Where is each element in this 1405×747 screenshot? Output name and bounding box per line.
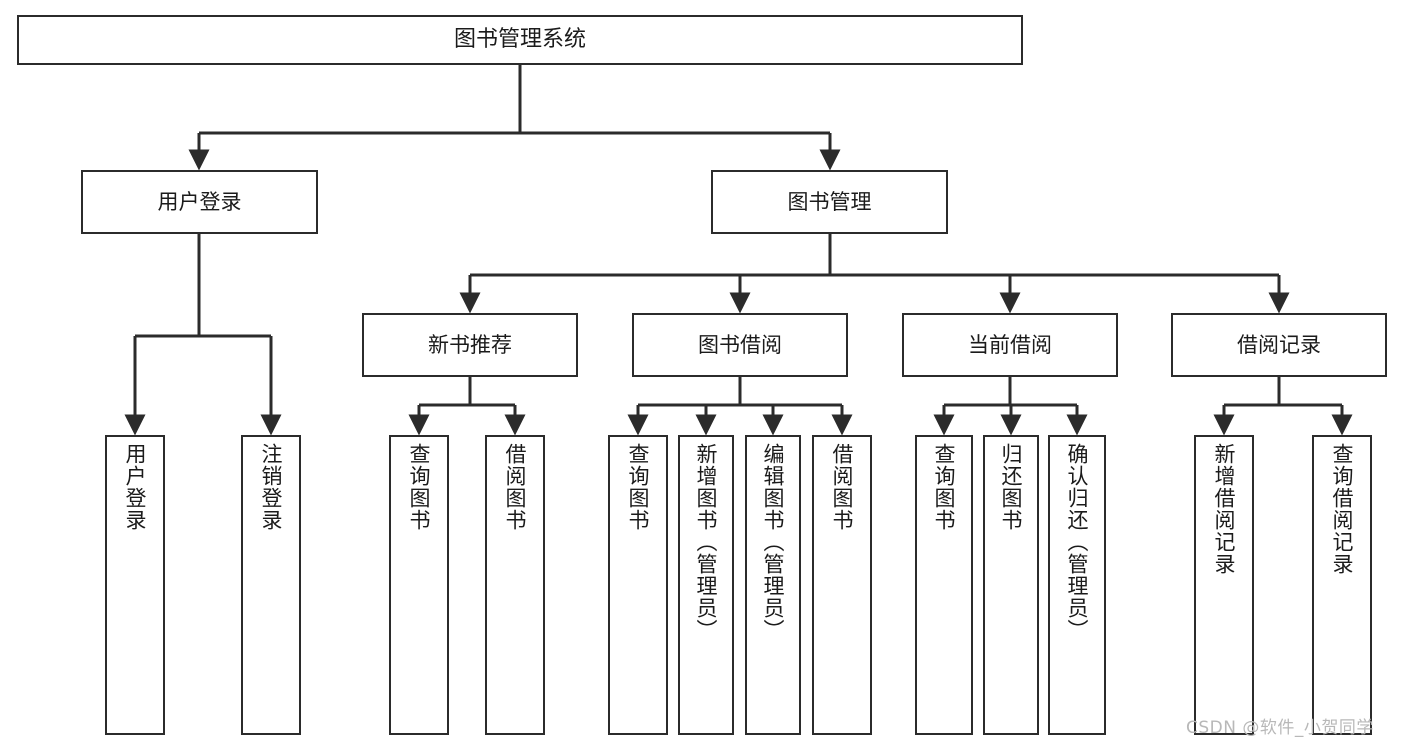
node-label: 编辑图书（管理员） [761, 443, 786, 641]
node-label: 注销登录 [259, 443, 284, 531]
leaf-borrow-query-book[interactable]: 查询图书 [608, 435, 668, 735]
node-label: 用户登录 [157, 189, 242, 214]
node-borrow-record[interactable]: 借阅记录 [1171, 313, 1387, 377]
leaf-record-add[interactable]: 新增借阅记录 [1194, 435, 1254, 735]
node-label: 当前借阅 [968, 332, 1052, 357]
leaf-logout[interactable]: 注销登录 [241, 435, 301, 735]
node-label: 新增借阅记录 [1212, 443, 1237, 575]
node-book-management[interactable]: 图书管理 [711, 170, 948, 234]
node-label: 借阅记录 [1237, 332, 1321, 357]
leaf-borrow-edit-book[interactable]: 编辑图书（管理员） [745, 435, 801, 735]
node-label: 图书管理 [787, 189, 872, 214]
leaf-recommend-query-book[interactable]: 查询图书 [389, 435, 449, 735]
node-label: 新增图书（管理员） [694, 443, 719, 641]
node-root-system[interactable]: 图书管理系统 [17, 15, 1023, 65]
node-label: 图书管理系统 [453, 27, 586, 53]
node-label: 确认归还（管理员） [1065, 443, 1090, 641]
node-current-borrow[interactable]: 当前借阅 [902, 313, 1118, 377]
leaf-borrow-borrow-book[interactable]: 借阅图书 [812, 435, 872, 735]
node-new-book-recommend[interactable]: 新书推荐 [362, 313, 578, 377]
node-user-login[interactable]: 用户登录 [81, 170, 318, 234]
leaf-record-query[interactable]: 查询借阅记录 [1312, 435, 1372, 735]
node-label: 用户登录 [123, 443, 148, 531]
node-label: 新书推荐 [428, 332, 512, 357]
node-label: 归还图书 [999, 443, 1024, 531]
node-label: 借阅图书 [503, 443, 528, 531]
leaf-borrow-add-book[interactable]: 新增图书（管理员） [678, 435, 734, 735]
node-label: 查询图书 [932, 443, 957, 531]
watermark: CSDN @软件_小贺同学 [1186, 718, 1374, 738]
node-label: 查询图书 [626, 443, 651, 531]
leaf-current-confirm-return[interactable]: 确认归还（管理员） [1048, 435, 1106, 735]
leaf-current-return-book[interactable]: 归还图书 [983, 435, 1039, 735]
node-book-borrow[interactable]: 图书借阅 [632, 313, 848, 377]
node-label: 图书借阅 [698, 332, 782, 357]
leaf-current-query-book[interactable]: 查询图书 [915, 435, 973, 735]
leaf-recommend-borrow-book[interactable]: 借阅图书 [485, 435, 545, 735]
node-label: 查询图书 [407, 443, 432, 531]
node-label: 查询借阅记录 [1330, 443, 1355, 575]
leaf-user-login[interactable]: 用户登录 [105, 435, 165, 735]
node-label: 借阅图书 [830, 443, 855, 531]
